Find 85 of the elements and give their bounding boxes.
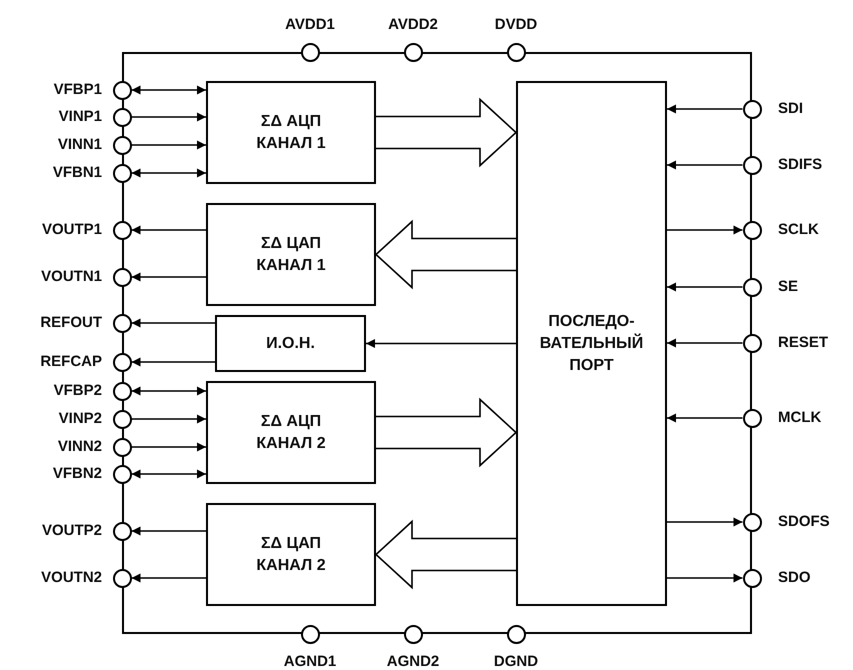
- signal-arrow: [132, 86, 206, 94]
- block-label: ПОСЛЕДО-ВАТЕЛЬНЫЙ ПОРТ: [538, 312, 644, 376]
- function-block: [206, 203, 376, 306]
- pin-label: SE: [778, 278, 798, 296]
- pin-label: SDIFS: [778, 156, 822, 174]
- pin-label: REFCAP: [40, 353, 102, 371]
- function-block: [206, 381, 376, 484]
- signal-arrow: [132, 526, 206, 536]
- pin-circle: [300, 42, 320, 62]
- signal-arrow: [132, 140, 206, 150]
- pin-circle: [112, 220, 132, 240]
- signal-arrow: [132, 386, 206, 396]
- function-block: [516, 81, 667, 606]
- pin-circle: [112, 268, 132, 286]
- pin-label: REFOUT: [40, 314, 102, 332]
- signal-arrow: [132, 168, 206, 178]
- bus-arrow: [375, 398, 518, 468]
- pin-label: AGND1: [284, 653, 336, 670]
- pin-label: VOUTN1: [41, 268, 102, 286]
- pin-label: VOUTP1: [42, 221, 102, 239]
- pin-circle: [112, 382, 132, 400]
- pin-circle: [112, 108, 132, 126]
- function-block: [215, 315, 366, 372]
- pin-label: AVDD2: [388, 16, 438, 34]
- function-block: [206, 81, 376, 184]
- signal-arrow: [132, 414, 206, 424]
- signal-arrow: [132, 318, 215, 328]
- block-label: ΣΔ АЦП КАНАЛ 1: [255, 112, 327, 154]
- signal-arrow: [667, 414, 742, 422]
- signal-arrow: [667, 574, 742, 582]
- block-label: ΣΔ ЦАП КАНАЛ 2: [255, 534, 327, 576]
- pin-label: VFBP2: [54, 382, 102, 400]
- signal-arrow: [667, 282, 742, 292]
- pin-label: DGND: [494, 653, 538, 670]
- signal-arrow: [667, 160, 742, 170]
- pin-label: VINP1: [58, 108, 102, 126]
- chip-outline: [122, 52, 752, 634]
- signal-arrow: [132, 358, 215, 366]
- pin-label: SDOFS: [778, 513, 830, 531]
- block-label: ΣΔ АЦП КАНАЛ 2: [255, 412, 327, 454]
- block-label: ΣΔ ЦАП КАНАЛ 1: [255, 234, 327, 276]
- pin-label: SCLK: [778, 221, 819, 239]
- pin-circle: [112, 568, 132, 588]
- pin-circle: [112, 80, 132, 100]
- signal-arrow: [132, 442, 206, 452]
- pin-circle: [112, 164, 132, 182]
- pin-circle: [404, 42, 422, 62]
- signal-arrow: [132, 112, 206, 122]
- signal-arrow: [132, 470, 206, 478]
- pin-label: SDO: [778, 569, 811, 587]
- pin-label: VFBP1: [54, 81, 102, 99]
- pin-circle: [112, 410, 132, 428]
- block-label: И.О.Н.: [266, 334, 315, 354]
- pin-label: SDI: [778, 100, 804, 118]
- pin-label: VFBN1: [52, 164, 102, 182]
- pin-label: DVDD: [494, 16, 538, 34]
- signal-arrow: [667, 104, 742, 114]
- bus-arrow: [374, 520, 517, 590]
- signal-arrow: [667, 338, 742, 348]
- pin-label: AVDD1: [285, 16, 335, 34]
- bus-arrow: [375, 98, 518, 168]
- bus-arrow: [374, 220, 517, 290]
- pin-label: MCLK: [778, 409, 822, 427]
- pin-label: VOUTN2: [41, 569, 102, 587]
- pin-circle: [112, 352, 132, 372]
- pin-label: RESET: [778, 334, 828, 352]
- pin-circle: [112, 314, 132, 332]
- pin-circle: [506, 42, 526, 62]
- pin-circle: [112, 522, 132, 540]
- signal-arrow: [132, 272, 206, 282]
- signal-arrow: [667, 226, 742, 234]
- pin-circle: [112, 464, 132, 484]
- signal-arrow: [132, 226, 206, 234]
- function-block: [206, 503, 376, 606]
- pin-label: AGND2: [386, 653, 440, 670]
- pin-label: VINN2: [58, 438, 102, 456]
- signal-arrow: [366, 339, 516, 348]
- signal-arrow: [132, 574, 206, 582]
- pin-circle: [112, 438, 132, 456]
- pin-circle: [112, 136, 132, 154]
- pin-label: VOUTP2: [42, 522, 102, 540]
- pin-label: VFBN2: [52, 465, 102, 483]
- pin-label: VINP2: [58, 410, 102, 428]
- pin-label: VINN1: [58, 136, 102, 154]
- signal-arrow: [667, 518, 742, 526]
